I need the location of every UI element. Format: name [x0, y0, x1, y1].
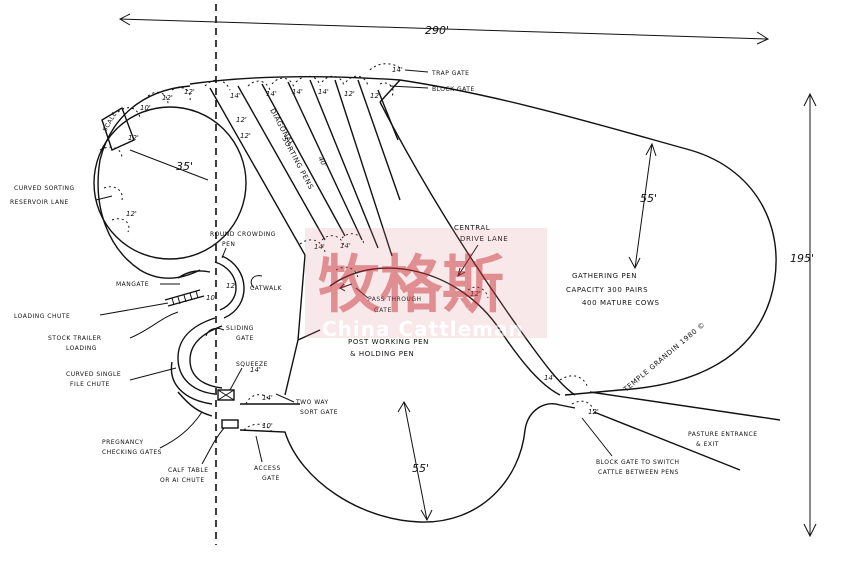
- pregnancy-label-1: PREGNANCY: [102, 439, 144, 446]
- central-drive-label-1: CENTRAL: [454, 224, 490, 232]
- capacity-label-1: CAPACITY 300 PAIRS: [566, 286, 648, 294]
- svg-text:12': 12': [236, 116, 247, 124]
- round-crowding-pen: ROUND CROWDING PEN 12': [210, 231, 276, 319]
- svg-text:14': 14': [230, 92, 241, 100]
- pass-through-gate: PASS THROUGH GATE: [335, 266, 421, 314]
- sorting-pen-length: 40': [316, 155, 328, 168]
- curved-sorting-label-2: RESERVOIR LANE: [10, 199, 69, 206]
- curved-single-label-1: CURVED SINGLE: [66, 371, 121, 378]
- diagonal-sorting-pens: DIAGONAL SORTING PENS 40' 14' 14' 14' 14…: [204, 75, 401, 257]
- svg-text:12': 12': [126, 210, 137, 218]
- access-gate: 10' ACCESS GATE: [243, 422, 281, 482]
- height-dimension-label: 195': [790, 252, 814, 265]
- block-switch-label-2: CATTLE BETWEEN PENS: [598, 469, 679, 476]
- stock-trailer: STOCK TRAILER LOADING: [48, 311, 179, 352]
- loading-chute-cleats: [171, 290, 199, 306]
- svg-text:14': 14': [544, 374, 555, 382]
- svg-text:14': 14': [392, 66, 403, 74]
- sliding-gate: SLIDING GATE: [205, 325, 254, 342]
- svg-text:14': 14': [314, 243, 325, 251]
- sliding-gate-label-1: SLIDING: [226, 325, 254, 332]
- svg-text:12': 12': [162, 94, 173, 102]
- reservoir-diameter: 35': [176, 160, 193, 173]
- calf-table-label-2: OR AI CHUTE: [160, 477, 205, 484]
- svg-text:14': 14': [250, 366, 261, 374]
- curved-sorting-label-1: CURVED SORTING: [14, 185, 75, 192]
- watermark-english: China Cattleman: [322, 317, 524, 341]
- stock-trailer-label-2: LOADING: [66, 345, 97, 352]
- watermark: 牧格斯 China Cattleman: [305, 228, 547, 341]
- svg-text:14': 14': [292, 88, 303, 96]
- holding-pen-radius: 55': [412, 462, 429, 475]
- two-way-label-2: SORT GATE: [300, 409, 338, 416]
- calf-table-label-1: CALF TABLE: [168, 467, 209, 474]
- calf-table: CALF TABLE OR AI CHUTE: [160, 419, 239, 484]
- svg-text:14': 14': [340, 242, 351, 250]
- pass-through-label-2: GATE: [374, 307, 392, 314]
- two-way-label-1: TWO WAY: [295, 399, 329, 406]
- svg-text:14': 14': [266, 90, 277, 98]
- pasture-label-1: PASTURE ENTRANCE: [688, 431, 758, 438]
- reservoir-lane: SCALE 35' 10' 12' 12' 12' 12' CURVED SOR…: [10, 85, 247, 279]
- pasture-gates: 14' 12' PASTURE ENTRANCE & EXIT BLOCK GA…: [544, 374, 781, 476]
- central-drive-lane: CENTRAL DRIVE LANE 12': [454, 224, 508, 299]
- block-gate-label: BLOCK GATE: [432, 86, 475, 93]
- access-gate-label-1: ACCESS: [254, 465, 281, 472]
- single-file-chute: CURVED SINGLE FILE CHUTE: [66, 317, 223, 405]
- holding-pen: 55' POST WORKING PEN & HOLDING PEN: [239, 254, 576, 523]
- curved-single-label-2: FILE CHUTE: [70, 381, 110, 388]
- trap-block-gates: 14' TRAP GATE BLOCK GATE: [389, 66, 475, 93]
- loading-chute-label: LOADING CHUTE: [14, 313, 70, 320]
- svg-text:12': 12': [588, 408, 599, 416]
- svg-text:12': 12': [470, 290, 481, 298]
- svg-text:10': 10': [140, 104, 151, 112]
- catwalk-label: CATWALK: [250, 285, 283, 292]
- width-dimension: 290': [118, 13, 770, 45]
- width-dimension-label: 290': [425, 24, 449, 37]
- sliding-gate-label-2: GATE: [236, 335, 254, 342]
- two-way-sort-gate: 14' TWO WAY SORT GATE: [240, 393, 338, 416]
- watermark-chinese: 牧格斯: [318, 248, 504, 321]
- pasture-label-2: & EXIT: [696, 441, 719, 448]
- svg-text:14': 14': [318, 88, 329, 96]
- gathering-pen-text: GATHERING PEN CAPACITY 300 PAIRS 400 MAT…: [566, 272, 660, 307]
- signature: TEMPLE GRANDIN 1980 ©: [621, 320, 707, 394]
- pass-through-label-1: PASS THROUGH: [368, 296, 421, 303]
- svg-text:12': 12': [226, 282, 237, 290]
- stock-trailer-label-1: STOCK TRAILER: [48, 335, 102, 342]
- mangate-loading: MANGATE LOADING CHUTE 10': [14, 270, 217, 320]
- diagonal-sorting-label-2: SORTING PENS: [280, 135, 315, 191]
- gathering-pen-label: GATHERING PEN: [572, 272, 637, 280]
- round-crowding-label-1: ROUND CROWDING: [210, 231, 276, 238]
- trap-gate-label: TRAP GATE: [431, 70, 469, 77]
- svg-text:10': 10': [206, 294, 217, 302]
- round-crowding-label-2: PEN: [222, 241, 235, 248]
- capacity-label-2: 400 MATURE COWS: [582, 299, 660, 307]
- pregnancy-gates: PREGNANCY CHECKING GATES: [102, 391, 213, 456]
- block-switch-label-1: BLOCK GATE TO SWITCH: [596, 459, 679, 466]
- svg-text:12': 12': [344, 90, 355, 98]
- catwalk: CATWALK: [250, 275, 283, 292]
- svg-text:10': 10': [262, 422, 273, 430]
- post-working-label-1: POST WORKING PEN: [348, 338, 429, 346]
- gathering-pen-radius: 55': [640, 192, 657, 205]
- post-working-label-2: & HOLDING PEN: [350, 350, 414, 358]
- access-gate-label-2: GATE: [262, 475, 280, 482]
- squeeze-label: SQUEEZE: [236, 361, 268, 368]
- svg-text:12': 12': [128, 134, 139, 142]
- pregnancy-label-2: CHECKING GATES: [102, 449, 162, 456]
- svg-text:12': 12': [184, 88, 195, 96]
- height-dimension: 195': [790, 92, 817, 538]
- gathering-pen: 55': [189, 63, 777, 396]
- squeeze: SQUEEZE 14': [217, 361, 268, 401]
- svg-text:14': 14': [262, 394, 273, 402]
- mangate-label: MANGATE: [116, 281, 149, 288]
- svg-text:12': 12': [240, 132, 251, 140]
- central-drive-label-2: DRIVE LANE: [460, 235, 508, 243]
- svg-text:12': 12': [370, 92, 381, 100]
